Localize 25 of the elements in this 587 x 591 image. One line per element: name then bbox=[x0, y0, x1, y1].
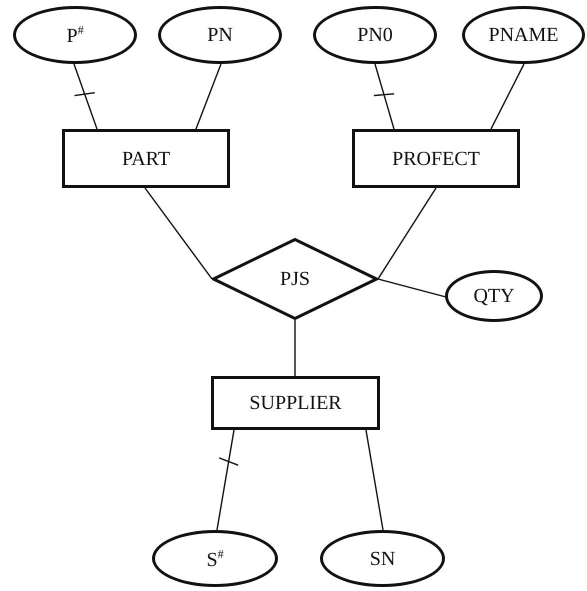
key-line bbox=[73, 64, 98, 130]
node-label: SUPPLIER bbox=[249, 393, 342, 413]
entity-box bbox=[211, 376, 380, 430]
node-label: P$^{#}$ bbox=[66, 24, 84, 46]
node-label: PN bbox=[207, 25, 233, 45]
connector-line bbox=[294, 320, 296, 376]
entity-box bbox=[62, 129, 230, 188]
connector-line bbox=[195, 64, 222, 130]
node-label: PART bbox=[122, 148, 170, 168]
connector-line bbox=[144, 188, 213, 280]
node-label: PJS bbox=[280, 269, 310, 289]
node-label: PN0 bbox=[357, 25, 393, 45]
key-line bbox=[216, 430, 239, 530]
node-label: PNAME bbox=[488, 25, 558, 45]
node-label: S$^{#}$ bbox=[206, 548, 224, 570]
connector-line bbox=[377, 188, 437, 280]
entity-box bbox=[352, 129, 520, 188]
connector-line bbox=[365, 430, 384, 530]
connector-line bbox=[490, 64, 525, 130]
node-label: PROFECT bbox=[392, 148, 480, 168]
node-label: QTY bbox=[473, 286, 515, 306]
node-label: SN bbox=[370, 548, 396, 568]
relationship-diamond bbox=[212, 238, 378, 320]
key-line bbox=[373, 64, 395, 130]
connector-line bbox=[378, 278, 446, 298]
